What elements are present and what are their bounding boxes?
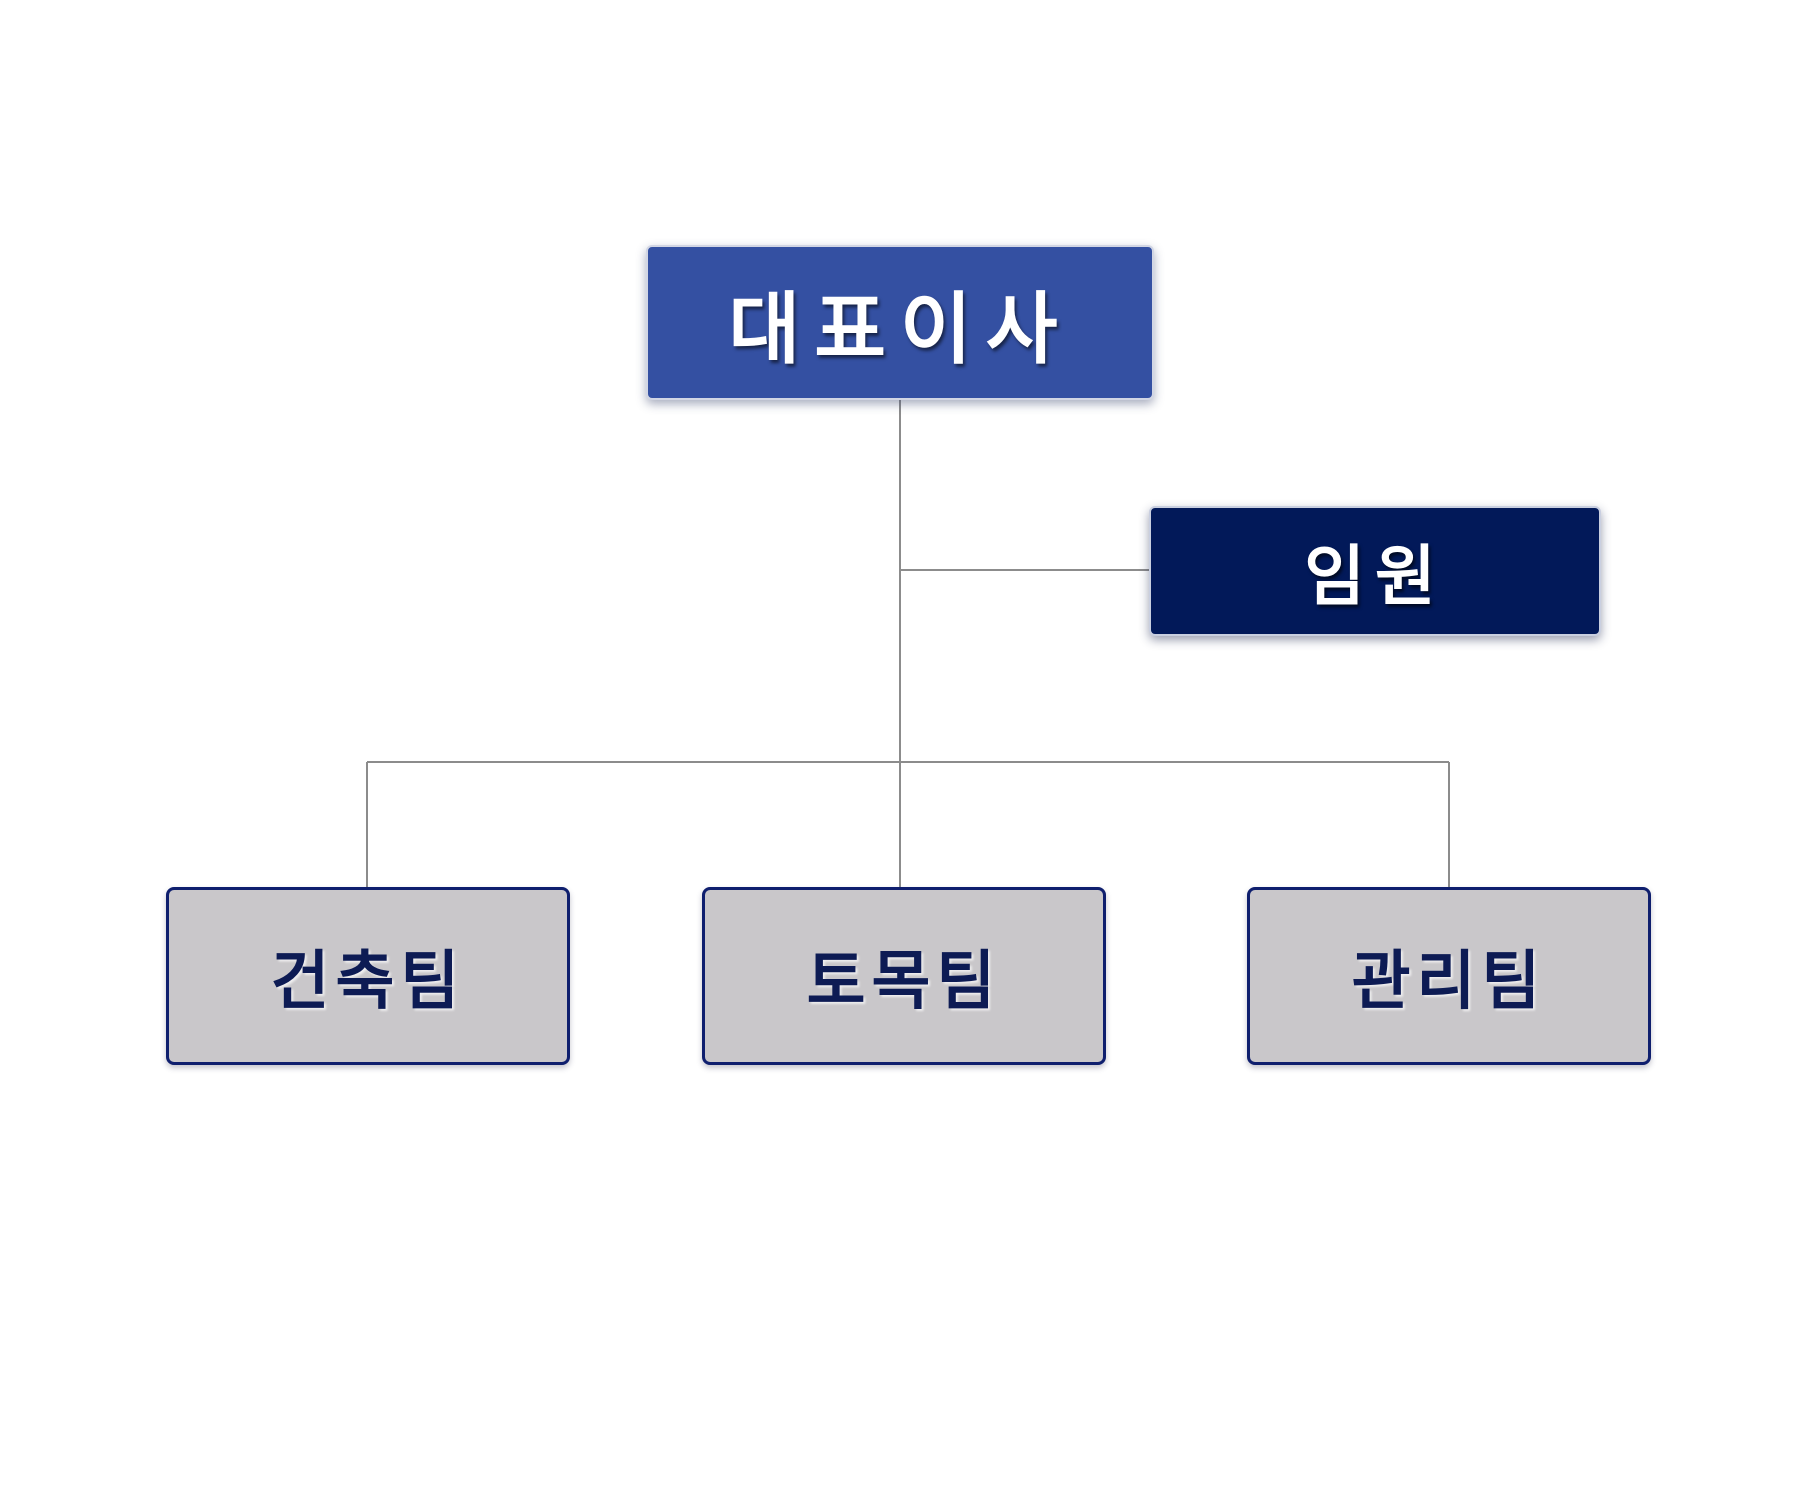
node-ceo: 대표이사 [646,245,1154,400]
node-executive: 임원 [1149,506,1601,636]
node-ceo-label: 대표이사 [728,283,1072,375]
node-team-label: 토목팀 [806,944,1002,1019]
node-team-label: 관리팀 [1351,944,1547,1019]
node-team-architecture: 건축팀 [166,887,570,1065]
node-team-management: 관리팀 [1247,887,1651,1065]
node-executive-label: 임원 [1304,537,1446,615]
node-team-civil: 토목팀 [702,887,1106,1065]
node-team-label: 건축팀 [270,944,466,1019]
